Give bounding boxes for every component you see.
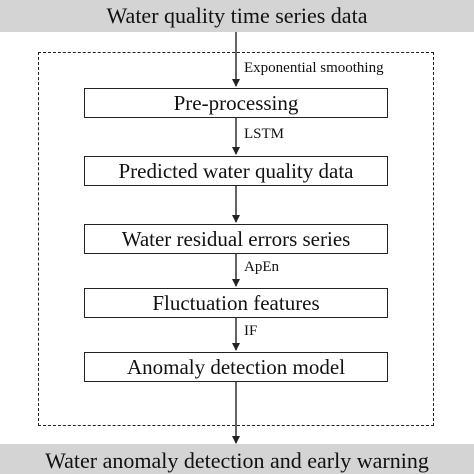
- edge-label-lstm: LSTM: [244, 126, 285, 142]
- output-label: Water anomaly detection and early warnin…: [45, 448, 429, 473]
- input-label: Water quality time series data: [106, 3, 368, 28]
- step-label: Predicted water quality data: [118, 158, 354, 183]
- step-label: Anomaly detection model: [126, 354, 346, 379]
- step-anomaly-model: Anomaly detection model: [84, 352, 388, 382]
- output-banner: Water anomaly detection and early warnin…: [0, 444, 474, 474]
- step-fluctuation-features: Fluctuation features: [84, 288, 388, 318]
- input-banner: Water quality time series data: [0, 0, 474, 32]
- step-predicted-data: Predicted water quality data: [84, 156, 388, 186]
- edge-label-apen: ApEn: [244, 259, 279, 275]
- step-label: Water residual errors series: [121, 226, 351, 251]
- step-label: Fluctuation features: [152, 290, 320, 315]
- edge-label-if: IF: [244, 323, 258, 339]
- edge-label-exponential-smoothing: Exponential smoothing: [244, 60, 384, 76]
- step-label: Pre-processing: [173, 90, 299, 115]
- step-preprocessing: Pre-processing: [84, 88, 388, 118]
- step-residual-errors: Water residual errors series: [84, 224, 388, 254]
